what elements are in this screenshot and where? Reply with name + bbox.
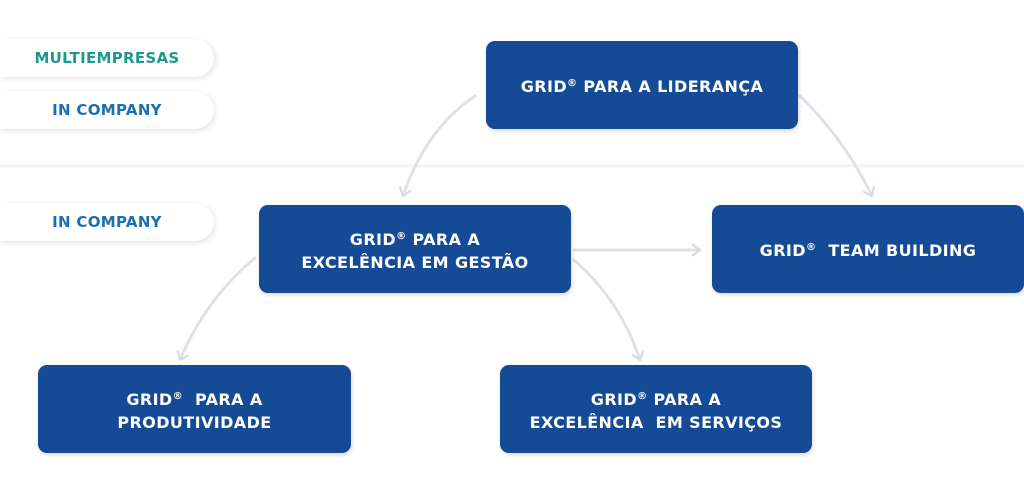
- section-divider: [0, 163, 1024, 169]
- arrow-gestao-to-servicos: [572, 258, 645, 362]
- servicos-line2: EXCELÊNCIA EM SERVIÇOS: [529, 412, 783, 432]
- gestao-line2: EXCELÊNCIA EM GESTÃO: [301, 252, 529, 272]
- box-grid-gestao: GRID® PARA A EXCELÊNCIA EM GESTÃO: [259, 205, 571, 293]
- arrow-lideranca-to-gestao: [398, 94, 477, 198]
- box-grid-servicos: GRID® PARA A EXCELÊNCIA EM SERVIÇOS: [500, 365, 812, 453]
- lideranca-rest-label: PARA A LIDERANÇA: [577, 77, 764, 96]
- registered-mark: ®: [396, 230, 407, 242]
- servicos-grid-label: GRID: [590, 389, 638, 409]
- in-company-tag-top: IN COMPANY: [0, 91, 214, 129]
- in-company-label-bottom: IN COMPANY: [52, 213, 162, 231]
- registered-mark: ®: [805, 242, 817, 253]
- in-company-tag-bottom: IN COMPANY: [0, 203, 214, 241]
- box-grid-lideranca: GRID® PARA A LIDERANÇA: [486, 41, 798, 129]
- registered-mark: ®: [172, 390, 184, 402]
- produtividade-line1-rest: PARA A: [183, 389, 263, 409]
- registered-mark: ®: [637, 390, 648, 402]
- arrow-lideranca-to-team: [798, 94, 876, 198]
- multiempresas-label: MULTIEMPRESAS: [34, 49, 180, 67]
- team-rest-label: TEAM BUILDING: [816, 241, 977, 260]
- gestao-grid-label: GRID: [349, 229, 397, 249]
- registered-mark: ®: [567, 78, 578, 89]
- servicos-line1-rest: PARA A: [647, 389, 722, 409]
- lideranca-grid-label: GRID: [520, 77, 568, 96]
- produtividade-grid-label: GRID: [126, 389, 173, 409]
- in-company-label-top: IN COMPANY: [52, 101, 162, 119]
- box-grid-produtividade: GRID® PARA A PRODUTIVIDADE: [38, 365, 351, 453]
- gestao-line1-rest: PARA A: [406, 229, 481, 249]
- team-grid-label: GRID: [759, 241, 806, 260]
- multiempresas-tag: MULTIEMPRESAS: [0, 39, 214, 77]
- arrow-gestao-to-produtividade: [176, 256, 257, 362]
- box-grid-team-building: GRID® TEAM BUILDING: [712, 205, 1024, 293]
- produtividade-line2: PRODUTIVIDADE: [117, 412, 272, 432]
